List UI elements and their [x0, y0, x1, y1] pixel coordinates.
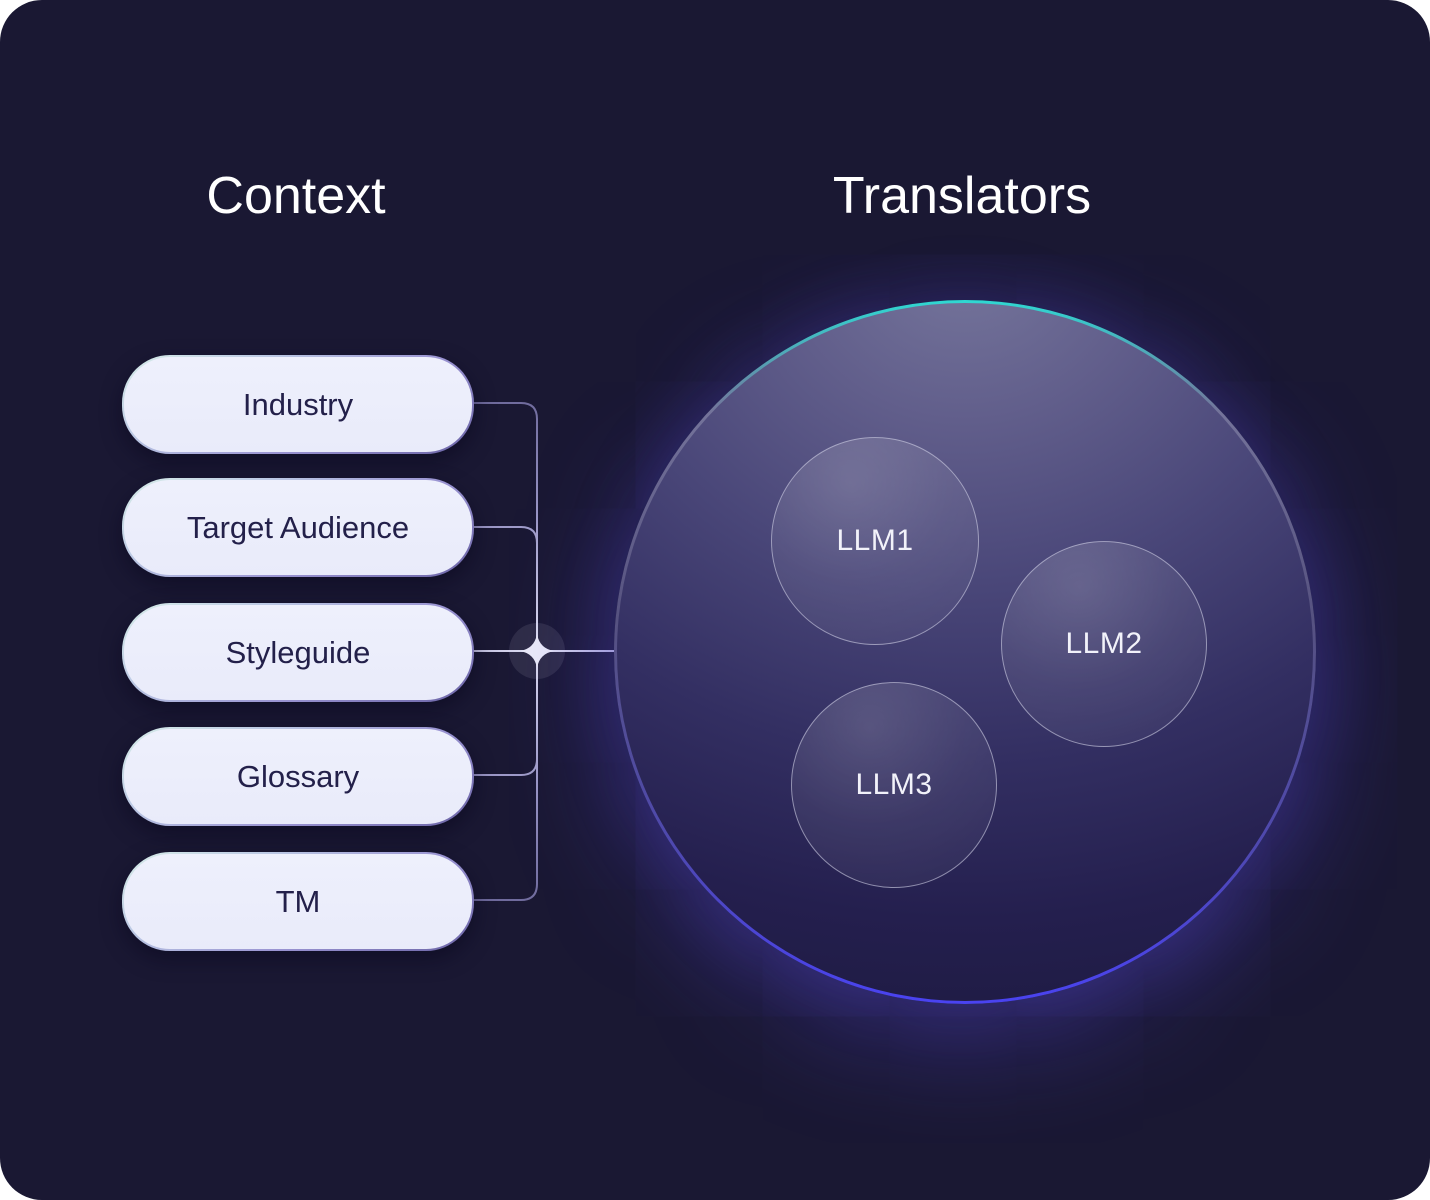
- pill-tm: TM: [122, 852, 474, 951]
- pill-industry-label: Industry: [242, 386, 354, 422]
- branch-tm: [470, 883, 538, 901]
- context-heading: Context: [206, 167, 386, 225]
- pill-industry: Industry: [122, 355, 474, 454]
- translators-heading: Translators: [832, 167, 1092, 225]
- pill-glossary-label: Glossary: [236, 758, 360, 794]
- llm2-node: LLM2: [1001, 541, 1207, 747]
- llm3-node: LLM3: [791, 682, 997, 888]
- branch-target-audience: [470, 526, 538, 544]
- pill-target-audience: Target Audience: [122, 478, 474, 577]
- translators-circle: LLM1 LLM2 LLM3: [614, 300, 1316, 1004]
- llm2-label: LLM2: [1065, 627, 1143, 660]
- pill-styleguide-label: Styleguide: [225, 634, 371, 670]
- junction-sparkle-icon: [520, 634, 554, 668]
- pill-glossary: Glossary: [122, 727, 474, 826]
- pill-styleguide: Styleguide: [122, 603, 474, 702]
- llm1-label: LLM1: [836, 524, 914, 557]
- pill-tm-label: TM: [275, 883, 321, 919]
- branch-industry: [470, 402, 538, 420]
- llm3-label: LLM3: [855, 768, 933, 801]
- branch-glossary: [470, 758, 538, 776]
- sparkle-glow: [509, 623, 565, 679]
- pill-target-audience-label: Target Audience: [186, 509, 410, 545]
- llm1-node: LLM1: [771, 437, 979, 645]
